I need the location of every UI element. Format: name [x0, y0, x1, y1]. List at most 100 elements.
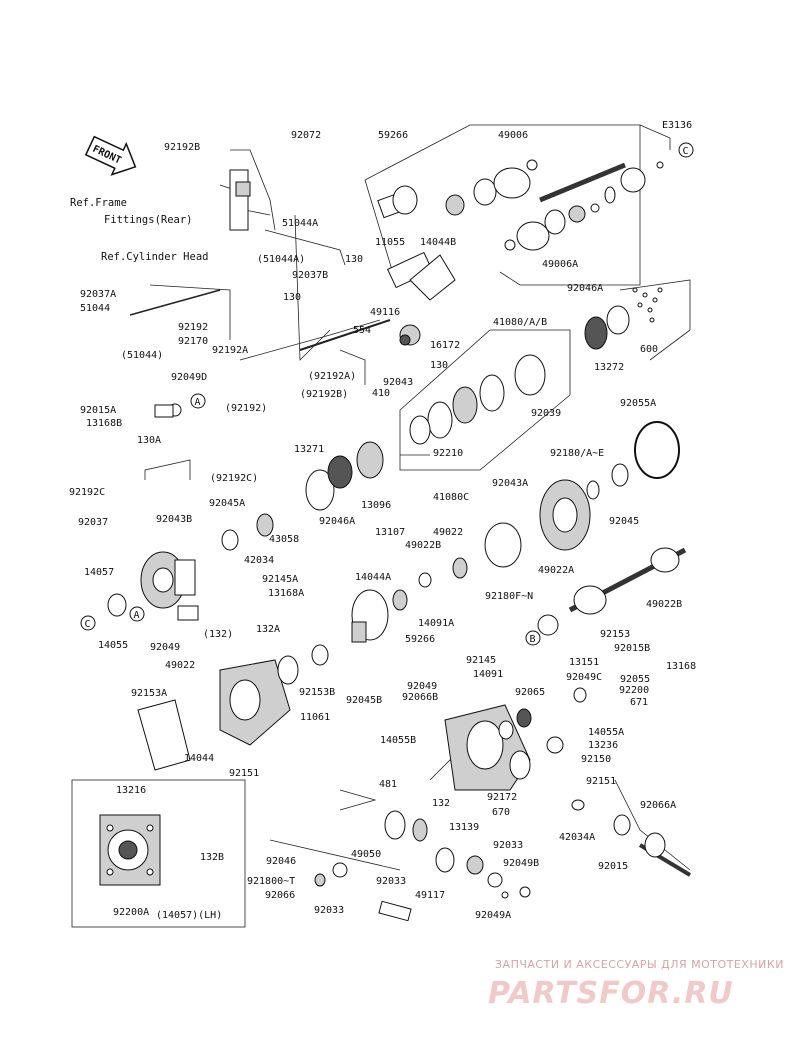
- part-number-label: 92043B: [156, 514, 192, 525]
- ref-cylinder-head-label: Ref.Cylinder Head: [101, 251, 208, 263]
- part-number-label: 92037: [78, 517, 108, 528]
- pinion-flange: [311, 589, 389, 666]
- part-number-label: 92172: [487, 792, 517, 803]
- parts-drawings: [99, 159, 692, 922]
- part-number-label: 43058: [269, 534, 299, 545]
- part-number-label: 92150: [581, 754, 611, 765]
- part-number-label: 16172: [430, 340, 460, 351]
- part-number-label: 92151: [229, 768, 259, 779]
- part-number-label: 92153: [600, 629, 630, 640]
- clutch-pack: [409, 305, 630, 445]
- frame-fittings: [129, 169, 456, 418]
- part-number-label: 49022: [165, 660, 195, 671]
- part-number-label: 49022B: [646, 599, 682, 610]
- part-number-label: 92192: [178, 322, 208, 333]
- part-number-label: 92033: [314, 905, 344, 916]
- callout-b-1: B: [530, 634, 536, 645]
- part-number-label: 92200: [619, 685, 649, 696]
- balls-600: [632, 287, 663, 323]
- part-number-label: 49117: [415, 890, 445, 901]
- part-number-label: 92210: [433, 448, 463, 459]
- inset-box: [71, 779, 246, 928]
- part-number-label: 11061: [300, 712, 330, 723]
- part-number-label: 92045A: [209, 498, 245, 509]
- part-number-label: 130: [430, 360, 448, 371]
- part-number-label: 132: [432, 798, 450, 809]
- part-number-label: 92066: [265, 890, 295, 901]
- watermark-tagline: ЗАПЧАСТИ И АКСЕССУАРЫ ДЛЯ МОТОТЕХНИКИ: [495, 958, 784, 971]
- part-number-label: 92200A: [113, 907, 149, 918]
- part-number-label: 49116: [370, 307, 400, 318]
- part-number-label: 13151: [569, 657, 599, 668]
- part-number-label: 14091A: [418, 618, 454, 629]
- part-number-label: 92055A: [620, 398, 656, 409]
- housing-14055a: [314, 687, 692, 922]
- part-number-label: 13168: [666, 661, 696, 672]
- part-number-label: 92153B: [299, 687, 335, 698]
- part-number-label: 92049C: [566, 672, 602, 683]
- part-number-label: 132B: [200, 852, 224, 863]
- part-number-label: 92046A: [319, 516, 355, 527]
- part-number-label: 92045B: [346, 695, 382, 706]
- part-number-label: 92192B: [164, 142, 200, 153]
- part-number-label: (51044): [121, 350, 163, 361]
- part-number-label: 49022B: [405, 540, 441, 551]
- o-ring: [634, 421, 680, 479]
- part-number-label: 92039: [531, 408, 561, 419]
- part-number-label: 92145A: [262, 574, 298, 585]
- housing-14057: [107, 513, 274, 621]
- part-number-label: (51044A): [257, 254, 305, 265]
- part-number-label: 92151: [586, 776, 616, 787]
- part-number-label: 130A: [137, 435, 161, 446]
- part-number-label: 92065: [515, 687, 545, 698]
- part-number-label: 42034: [244, 555, 274, 566]
- part-number-label: 92033: [376, 876, 406, 887]
- part-number-label: 410: [372, 388, 390, 399]
- front-arrow-icon: FRONT: [84, 135, 137, 176]
- part-number-label: 59266: [378, 130, 408, 141]
- part-number-label: 92180/A~E: [550, 448, 604, 459]
- part-number-label: 554: [353, 325, 371, 336]
- callout-c-top: C: [683, 146, 689, 157]
- diagram-code: E3136: [662, 120, 692, 131]
- part-number-label: (92192): [225, 403, 267, 414]
- part-number-label: 92043: [383, 377, 413, 388]
- part-number-label: 92015: [598, 861, 628, 872]
- part-number-label: 14044B: [420, 237, 456, 248]
- part-number-label: 51044A: [282, 218, 318, 229]
- part-number-label: 130: [283, 292, 301, 303]
- part-number-label: 92033: [493, 840, 523, 851]
- watermark-logo: PARTSFOR.RU: [488, 976, 734, 1011]
- part-number-label: 13168A: [268, 588, 304, 599]
- part-number-label: 92153A: [131, 688, 167, 699]
- part-number-label: 92049: [407, 681, 437, 692]
- part-number-label: 49050: [351, 849, 381, 860]
- part-number-label: 92043A: [492, 478, 528, 489]
- part-number-label: 13216: [116, 785, 146, 796]
- gears: [305, 441, 629, 611]
- part-number-label: 130: [345, 254, 363, 265]
- cover-14055b: [137, 655, 299, 771]
- part-number-label: 92145: [466, 655, 496, 666]
- part-number-label: (92192B): [300, 389, 348, 400]
- callout-a-1: A: [195, 397, 201, 408]
- inset-caption: (14057)(LH): [156, 910, 222, 921]
- part-number-label: 41080C: [433, 492, 469, 503]
- callout-c-bottom: C: [85, 619, 91, 630]
- part-number-label: (92192C): [210, 473, 258, 484]
- part-number-label: 13271: [294, 444, 324, 455]
- part-number-label: (92192A): [308, 371, 356, 382]
- part-number-label: 671: [630, 697, 648, 708]
- part-number-label: 14055A: [588, 727, 624, 738]
- part-number-label: 51044: [80, 303, 110, 314]
- ref-fittings-label: Fittings(Rear): [104, 214, 193, 226]
- part-number-label: 49006: [498, 130, 528, 141]
- part-number-label: 92037A: [80, 289, 116, 300]
- part-number-label: 11055: [375, 237, 405, 248]
- part-number-label: 600: [640, 344, 658, 355]
- part-number-label: 92049: [150, 642, 180, 653]
- part-number-label: 14055: [98, 640, 128, 651]
- part-number-label: 41080/A/B: [493, 317, 547, 328]
- part-number-label: 13168B: [86, 418, 122, 429]
